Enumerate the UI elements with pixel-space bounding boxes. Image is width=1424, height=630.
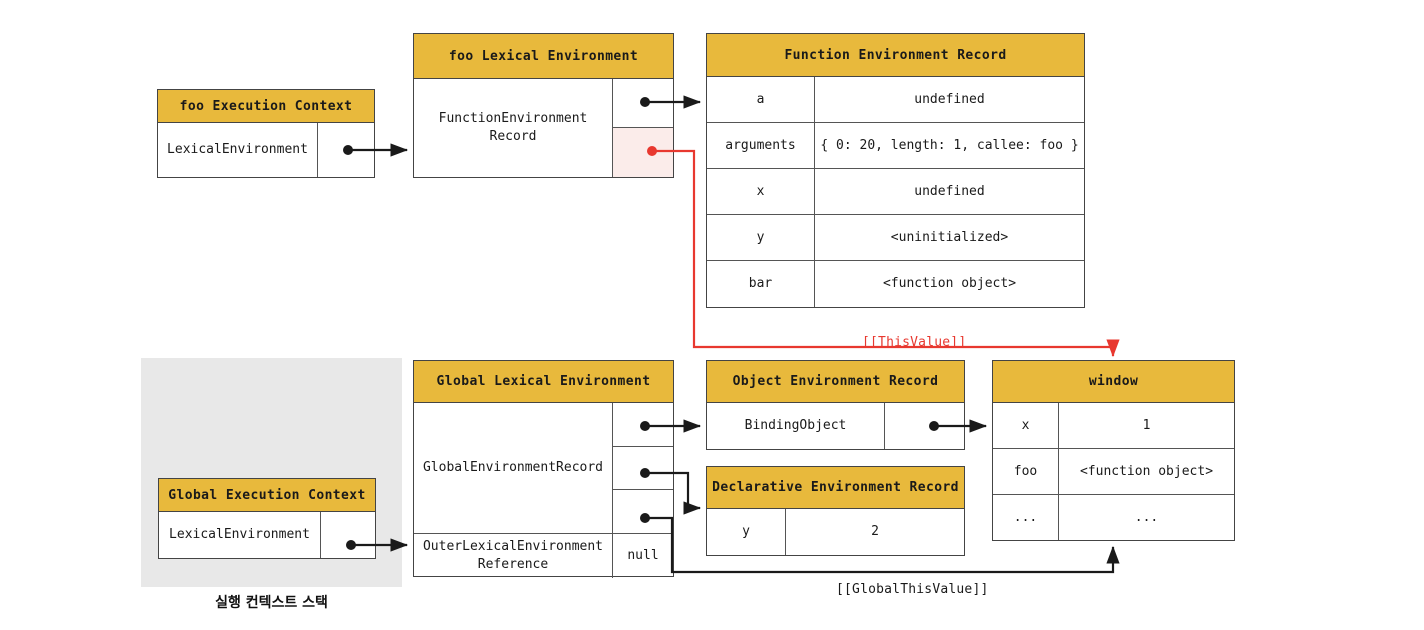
foo-execution-context-header: foo Execution Context [158, 90, 374, 123]
execution-context-stack-label: 실행 컨텍스트 스택 [215, 595, 328, 611]
binding-value: <function object> [1079, 463, 1214, 479]
table-row: foo <function object> [993, 449, 1234, 495]
global-lexical-environment-header: Global Lexical Environment [414, 361, 673, 403]
global-record-pointer-column [613, 403, 673, 533]
declarative-environment-record-box: Declarative Environment Record y 2 [706, 466, 965, 556]
lexical-environment-label: LexicalEnvironment [159, 512, 321, 558]
binding-value: <function object> [882, 276, 1017, 292]
binding-name: foo [993, 449, 1059, 494]
table-row: GlobalEnvironmentRecord [414, 403, 673, 534]
lexical-environment-pointer-cell [321, 512, 375, 558]
binding-value: 1 [1142, 417, 1151, 433]
binding-name: a [707, 77, 815, 122]
table-row: BindingObject [707, 403, 964, 449]
table-row: arguments { 0: 20, length: 1, callee: fo… [707, 123, 1084, 169]
binding-name: y [707, 509, 786, 555]
global-lexical-environment-box: Global Lexical Environment GlobalEnviron… [413, 360, 674, 578]
object-environment-record-header: Object Environment Record [707, 361, 964, 403]
table-row: ... ... [993, 495, 1234, 540]
table-row: bar <function object> [707, 261, 1084, 307]
binding-value: undefined [914, 91, 985, 107]
outer-lexical-environment-reference-value: null [627, 548, 659, 564]
window-object-box: window x 1 foo <function object> ... ... [992, 360, 1235, 541]
table-row: LexicalEnvironment [158, 123, 374, 177]
global-execution-context-box: Global Execution Context LexicalEnvironm… [158, 478, 376, 559]
window-object-header: window [993, 361, 1234, 403]
declarative-environment-record-header: Declarative Environment Record [707, 467, 964, 509]
function-environment-record-label: FunctionEnvironment Record [414, 79, 613, 177]
binding-object-pointer-cell [885, 403, 964, 449]
binding-name: x [993, 403, 1059, 448]
global-execution-context-header: Global Execution Context [159, 479, 375, 512]
binding-value: 2 [871, 524, 879, 540]
table-row: OuterLexicalEnvironment Reference null [414, 534, 673, 578]
global-this-value-pointer-cell [613, 490, 673, 533]
object-env-pointer-cell [613, 403, 673, 447]
table-row: x 1 [993, 403, 1234, 449]
global-environment-record-label: GlobalEnvironmentRecord [414, 403, 613, 533]
function-environment-record-header: Function Environment Record [707, 34, 1084, 77]
binding-name: arguments [707, 123, 815, 168]
table-row: FunctionEnvironment Record [414, 79, 673, 177]
foo-lexical-pointer-column [613, 79, 673, 177]
binding-value: undefined [914, 183, 985, 199]
declarative-env-pointer-cell [613, 447, 673, 491]
binding-name: y [707, 215, 815, 260]
lexical-environment-label: LexicalEnvironment [158, 123, 318, 177]
binding-value: <uninitialized> [890, 229, 1009, 245]
function-environment-record-box: Function Environment Record a undefined … [706, 33, 1085, 308]
binding-object-label: BindingObject [707, 403, 885, 449]
foo-execution-context-box: foo Execution Context LexicalEnvironment [157, 89, 375, 178]
binding-value: { 0: 20, length: 1, callee: foo } [820, 137, 1079, 153]
binding-name: bar [707, 261, 815, 307]
outer-lexical-environment-reference-label: OuterLexicalEnvironment Reference [414, 534, 613, 578]
object-environment-record-box: Object Environment Record BindingObject [706, 360, 965, 450]
binding-name: ... [993, 495, 1059, 540]
table-row: a undefined [707, 77, 1084, 123]
this-value-pointer-cell [613, 128, 673, 177]
this-value-edge-label: [[ThisValue]] [862, 335, 967, 350]
global-this-value-edge-label: [[GlobalThisValue]] [836, 582, 989, 597]
lexical-environment-pointer-cell [318, 123, 374, 177]
outer-env-pointer-cell [613, 79, 673, 128]
binding-value: ... [1134, 509, 1159, 525]
table-row: x undefined [707, 169, 1084, 215]
foo-lexical-environment-box: foo Lexical Environment FunctionEnvironm… [413, 33, 674, 178]
table-row: y <uninitialized> [707, 215, 1084, 261]
binding-name: x [707, 169, 815, 214]
table-row: LexicalEnvironment [159, 512, 375, 558]
table-row: y 2 [707, 509, 964, 555]
foo-lexical-environment-header: foo Lexical Environment [414, 34, 673, 79]
